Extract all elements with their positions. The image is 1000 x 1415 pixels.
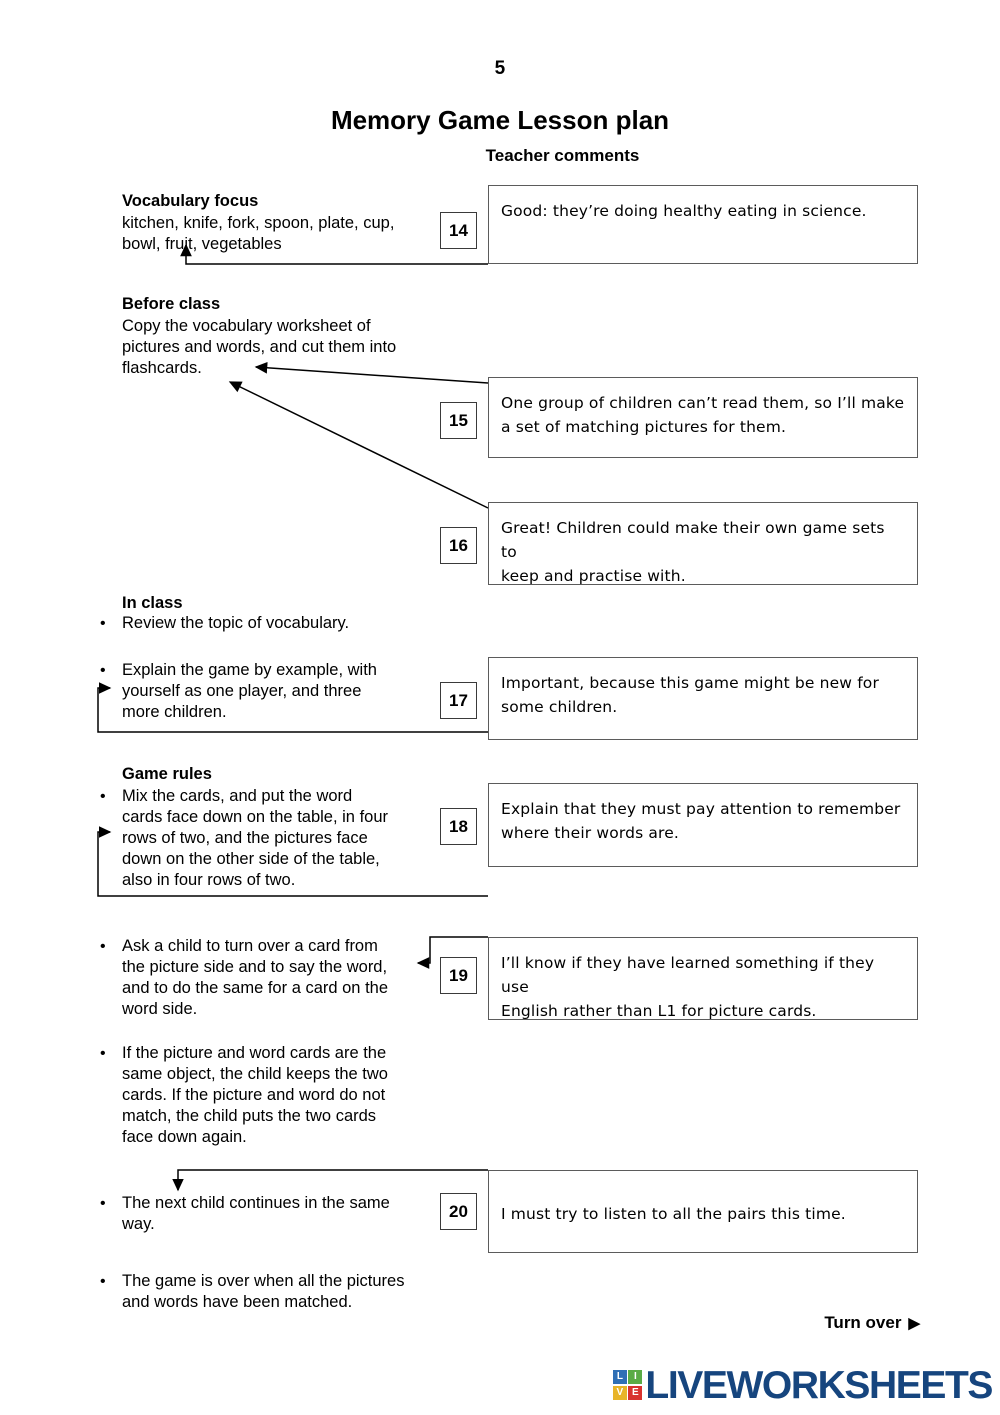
vocabulary-focus-line-2: bowl, fruit, vegetables bbox=[122, 235, 282, 253]
in-class-bullet-2-line-3: more children. bbox=[122, 703, 227, 721]
before-class-line-3: flashcards. bbox=[122, 359, 202, 377]
bullet-icon: • bbox=[100, 1045, 106, 1062]
game-rules-bullet-2-line-3: and to do the same for a card on the bbox=[122, 979, 389, 997]
game-rules-bullet-3-line-4: match, the child puts the two cards bbox=[122, 1107, 377, 1125]
comment-box-17[interactable]: Important, because this game might be ne… bbox=[488, 657, 918, 740]
bullet-icon: • bbox=[100, 1273, 106, 1290]
game-rules-bullet-2-line-2: the picture side and to say the word, bbox=[122, 958, 388, 976]
game-rules-bullet-5-line-1: The game is over when all the pictures bbox=[122, 1272, 405, 1290]
game-rules-bullet-1-line-3: rows of two, and the pictures face bbox=[122, 829, 368, 847]
game-rules-bullet-1-line-4: down on the other side of the table, bbox=[122, 850, 380, 868]
logo-tile-v: V bbox=[612, 1385, 627, 1400]
in-class-heading: In class bbox=[122, 594, 183, 612]
bullet-icon: • bbox=[100, 615, 106, 632]
logo-tile-i: I bbox=[628, 1370, 643, 1385]
comment-number-20: 20 bbox=[440, 1193, 477, 1230]
game-rules-bullet-3-line-2: same object, the child keeps the two bbox=[122, 1065, 388, 1083]
comment-box-15[interactable]: One group of children can’t read them, s… bbox=[488, 377, 918, 458]
bullet-icon: • bbox=[100, 938, 106, 955]
before-class-line-2: pictures and words, and cut them into bbox=[122, 338, 397, 356]
turn-over-text: Turn over bbox=[824, 1313, 902, 1332]
comment-box-16[interactable]: Great! Children could make their own gam… bbox=[488, 502, 918, 585]
game-rules-heading: Game rules bbox=[122, 765, 212, 783]
comment-17-line-2: some children. bbox=[501, 698, 618, 716]
game-rules-bullet-1-line-2: cards face down on the table, in four bbox=[122, 808, 388, 826]
before-class-line-1: Copy the vocabulary worksheet of bbox=[122, 317, 371, 335]
logo-tile-e: E bbox=[628, 1385, 643, 1400]
comment-number-19: 19 bbox=[440, 957, 477, 994]
logo-tiles: L I V E bbox=[612, 1370, 643, 1400]
bullet-icon: • bbox=[100, 662, 106, 679]
game-rules-bullet-4-line-2: way. bbox=[122, 1215, 155, 1233]
comment-box-20[interactable]: I must try to listen to all the pairs th… bbox=[488, 1170, 918, 1253]
comment-18-line-1: Explain that they must pay attention to … bbox=[501, 800, 901, 818]
comment-number-17: 17 bbox=[440, 682, 477, 719]
in-class-bullet-2-line-1: Explain the game by example, with bbox=[122, 661, 377, 679]
comment-number-18: 18 bbox=[440, 808, 477, 845]
liveworksheets-logo: L I V E LIVEWORKSHEETS bbox=[612, 1362, 993, 1408]
bullet-icon: • bbox=[100, 788, 106, 805]
page-number: 5 bbox=[494, 58, 506, 79]
comment-box-19[interactable]: I’ll know if they have learned something… bbox=[488, 937, 918, 1020]
comment-number-15: 15 bbox=[440, 402, 477, 439]
logo-tile-l: L bbox=[612, 1370, 627, 1385]
comment-box-18[interactable]: Explain that they must pay attention to … bbox=[488, 783, 918, 867]
game-rules-bullet-2-line-4: word side. bbox=[122, 1000, 198, 1018]
bullet-icon: • bbox=[100, 1195, 106, 1212]
game-rules-bullet-1-line-1: Mix the cards, and put the word bbox=[122, 787, 353, 805]
comment-number-16: 16 bbox=[440, 527, 477, 564]
vocabulary-focus-heading: Vocabulary focus bbox=[122, 192, 259, 210]
game-rules-bullet-3-line-3: cards. If the picture and word do not bbox=[122, 1086, 386, 1104]
turn-over-label: Turn over ▶ bbox=[824, 1313, 920, 1333]
in-class-bullet-1-line-1: Review the topic of vocabulary. bbox=[122, 614, 350, 632]
before-class-heading: Before class bbox=[122, 295, 221, 313]
comment-19-line-2: English rather than L1 for picture cards… bbox=[501, 1002, 817, 1020]
in-class-bullet-2-line-2: yourself as one player, and three bbox=[122, 682, 362, 700]
comment-14-line-1: Good: they’re doing healthy eating in sc… bbox=[501, 202, 867, 220]
comment-20-line-1: I must try to listen to all the pairs th… bbox=[501, 1205, 846, 1223]
triangle-right-icon: ▶ bbox=[908, 1315, 920, 1332]
logo-wordmark: LIVEWORKSHEETS bbox=[645, 1363, 993, 1407]
vocabulary-focus-line-1: kitchen, knife, fork, spoon, plate, cup, bbox=[122, 214, 395, 232]
comment-19-line-1: I’ll know if they have learned something… bbox=[501, 954, 875, 996]
teacher-comments-header: Teacher comments bbox=[485, 146, 640, 165]
comment-16-line-2: keep and practise with. bbox=[501, 567, 686, 585]
page-title: Memory Game Lesson plan bbox=[330, 105, 670, 135]
comment-15-line-1: One group of children can’t read them, s… bbox=[501, 394, 905, 412]
comment-16-line-1: Great! Children could make their own gam… bbox=[501, 519, 885, 561]
game-rules-bullet-3-line-5: face down again. bbox=[122, 1128, 247, 1146]
game-rules-bullet-1-line-5: also in four rows of two. bbox=[122, 871, 296, 889]
game-rules-bullet-2-line-1: Ask a child to turn over a card from bbox=[122, 937, 378, 955]
game-rules-bullet-3-line-1: If the picture and word cards are the bbox=[122, 1044, 387, 1062]
comment-17-line-1: Important, because this game might be ne… bbox=[501, 674, 879, 692]
game-rules-bullet-4-line-1: The next child continues in the same bbox=[122, 1194, 390, 1212]
comment-number-14: 14 bbox=[440, 212, 477, 249]
comment-18-line-2: where their words are. bbox=[501, 824, 679, 842]
comment-15-line-2: a set of matching pictures for them. bbox=[501, 418, 787, 436]
comment-box-14[interactable]: Good: they’re doing healthy eating in sc… bbox=[488, 185, 918, 264]
game-rules-bullet-5-line-2: and words have been matched. bbox=[122, 1293, 353, 1311]
